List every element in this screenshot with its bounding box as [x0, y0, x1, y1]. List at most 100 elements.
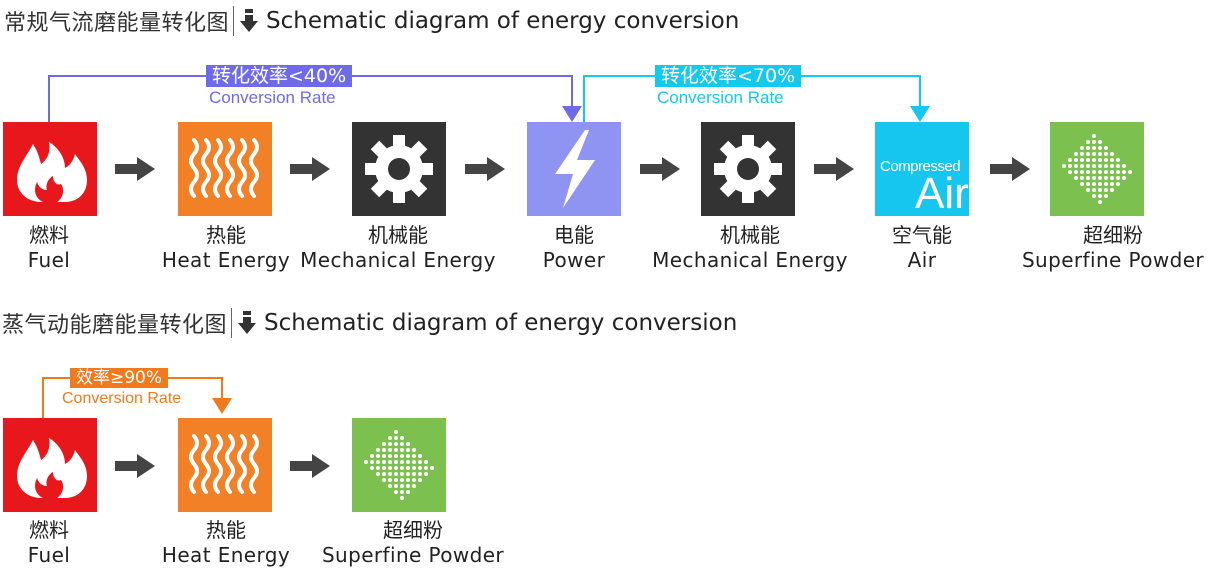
- powder-dot: [394, 454, 398, 458]
- powder-dot: [388, 466, 392, 470]
- flame-icon: [17, 142, 87, 202]
- powder-dot: [400, 448, 404, 452]
- powder-dot: [382, 472, 386, 476]
- powder-dot: [388, 436, 392, 440]
- powder-dot: [376, 454, 380, 458]
- step-mechanical-energy-1: [352, 122, 446, 216]
- rate-badge-1: 转化效率<40%: [206, 65, 353, 87]
- powder-dot: [1098, 182, 1102, 186]
- step-label-cn: 燃料: [29, 518, 69, 542]
- powder-dot: [1110, 182, 1114, 186]
- powder-dot: [1098, 146, 1102, 150]
- powder-dot: [1110, 170, 1114, 174]
- conversion-arrowhead-2: [910, 106, 930, 122]
- powder-dot: [1110, 152, 1114, 156]
- powder-dot: [1074, 170, 1078, 174]
- powder-dot: [412, 472, 416, 476]
- step-label-mechanical-1: 机械能 Mechanical Energy: [300, 223, 496, 273]
- powder-dot: [388, 484, 392, 488]
- powder-dot: [1104, 158, 1108, 162]
- step-label-en: Mechanical Energy: [652, 248, 848, 272]
- powder-dot: [1086, 140, 1090, 144]
- powder-dot: [400, 490, 404, 494]
- powder-dot: [1092, 134, 1096, 138]
- step-label-en: Mechanical Energy: [300, 248, 496, 272]
- rate-badge-1-text: 转化效率<40%: [212, 65, 347, 87]
- step-label-en: Superfine Powder: [321, 543, 505, 567]
- step-label-cn: 超细粉: [383, 518, 443, 542]
- powder-dot: [388, 472, 392, 476]
- powder-dot: [1092, 146, 1096, 150]
- rate-sub-3: Conversion Rate: [62, 390, 182, 407]
- powder-dot: [418, 466, 422, 470]
- powder-dot: [406, 484, 410, 488]
- rate-badge-2: 转化效率<70%: [655, 65, 802, 87]
- powder-dot: [1092, 158, 1096, 162]
- powder-dot: [370, 466, 374, 470]
- compressed-air-icon: Compressed Air: [875, 122, 969, 216]
- powder-dot: [1062, 164, 1066, 168]
- powder-dot: [1116, 182, 1120, 186]
- powder-dot: [1104, 188, 1108, 192]
- powder-dot: [1092, 164, 1096, 168]
- powder-dot: [1092, 170, 1096, 174]
- powder-dot: [412, 478, 416, 482]
- rate-badge-3: 效率≥90%: [70, 368, 169, 388]
- powder-dot: [412, 454, 416, 458]
- powder-dot: [424, 472, 428, 476]
- step-label-cn: 机械能: [368, 223, 428, 247]
- powder-dot: [1098, 158, 1102, 162]
- powder-dot: [1116, 170, 1120, 174]
- flow-arrow-icon: [115, 157, 155, 181]
- air-label: Air: [915, 169, 969, 216]
- flow-arrow-icon: [465, 157, 505, 181]
- powder-dot: [1098, 140, 1102, 144]
- powder-dot: [1110, 158, 1114, 162]
- rate-sub-1: Conversion Rate: [209, 88, 336, 107]
- step-label-en: Fuel: [27, 248, 71, 272]
- step-heat-energy-2: [178, 418, 272, 512]
- step-power: [527, 122, 621, 216]
- powder-dot: [400, 460, 404, 464]
- step-fuel: [3, 122, 97, 216]
- powder-dot: [418, 460, 422, 464]
- powder-dot: [406, 490, 410, 494]
- powder-dot: [1074, 176, 1078, 180]
- section-2-title-en: Schematic diagram of energy conversion: [264, 310, 738, 336]
- powder-dot: [1116, 176, 1120, 180]
- powder-dot: [1086, 170, 1090, 174]
- powder-dot: [1092, 182, 1096, 186]
- powder-dot: [382, 448, 386, 452]
- flow-arrow-icon: [290, 454, 330, 478]
- powder-dot: [1080, 182, 1084, 186]
- powder-dot: [1104, 182, 1108, 186]
- section-2-title-cn: 蒸气动能磨能量转化图: [2, 313, 228, 338]
- powder-dot: [406, 448, 410, 452]
- powder-dot: [1092, 176, 1096, 180]
- powder-dot: [400, 472, 404, 476]
- powder-dot: [1074, 164, 1078, 168]
- step-label-cn: 热能: [206, 518, 246, 542]
- powder-dot: [412, 460, 416, 464]
- conversion-arrowhead-1: [562, 106, 582, 122]
- powder-dot: [1080, 146, 1084, 150]
- powder-dot: [370, 454, 374, 458]
- powder-dot: [370, 460, 374, 464]
- powder-dot: [1074, 152, 1078, 156]
- powder-dot: [1092, 194, 1096, 198]
- powder-dot: [394, 436, 398, 440]
- powder-dot: [1068, 164, 1072, 168]
- powder-dot: [1092, 152, 1096, 156]
- conversion-arrowhead-3: [212, 398, 232, 414]
- powder-dot: [1074, 158, 1078, 162]
- rate-badge-3-text: 效率≥90%: [76, 368, 163, 388]
- powder-dot: [1092, 188, 1096, 192]
- powder-dot: [1104, 176, 1108, 180]
- step-air: Compressed Air: [875, 122, 969, 216]
- powder-dot: [388, 454, 392, 458]
- step-label-mechanical-2: 机械能 Mechanical Energy: [652, 223, 848, 273]
- step-label-powder-2: 超细粉 Superfine Powder: [322, 518, 504, 568]
- powder-dot: [382, 442, 386, 446]
- step-label-en: Heat Energy: [161, 248, 291, 272]
- step-label-cn: 机械能: [720, 223, 780, 247]
